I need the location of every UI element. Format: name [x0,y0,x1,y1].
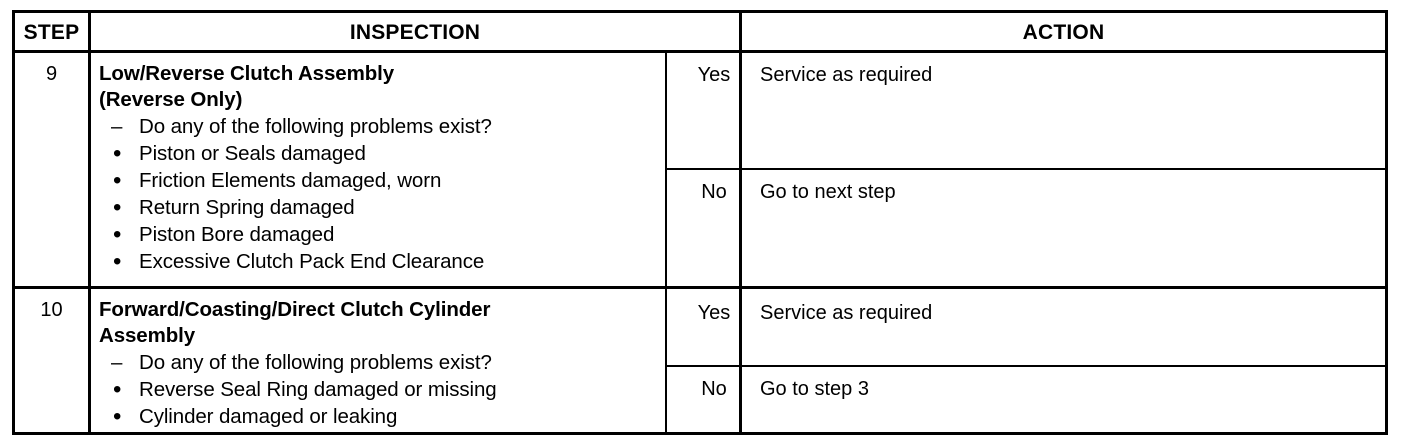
row9-bottom-rule [15,286,1385,289]
list-item-text: Reverse Seal Ring damaged or missing [139,378,497,401]
outcome-action-yes-row10: Service as required [760,302,933,324]
list-item-text: Piston Bore damaged [139,223,335,246]
inspection-question: – Do any of the following problems exist… [99,113,665,140]
inspection-question-text: Do any of the following problems exist? [139,115,492,138]
list-item: • Piston or Seals damaged [99,140,665,167]
table-row-step-number: 9 [45,63,58,85]
bullet-marker-icon: • [113,248,122,275]
list-item: • Return Spring damaged [99,194,665,221]
table-row-step-number: 10 [40,299,63,321]
outcome-action-yes-row9: Service as required [760,64,933,86]
outcome-action-no-row10: Go to step 3 [760,378,869,400]
list-item: • Cylinder damaged or leaking [99,403,665,430]
inspection-cell-row9: Low/Reverse Clutch Assembly (Reverse Onl… [99,61,665,275]
outcome-answer-no-row9: No [701,181,727,203]
outcome-answer-no-row10: No [701,378,727,400]
bullet-marker-icon: • [113,376,122,403]
list-item: • Excessive Clutch Pack End Clearance [99,248,665,275]
column-rule-inspection [665,50,667,432]
inspection-title-line1: Forward/Coasting/Direct Clutch Cylinder [99,298,491,321]
header-bottom-rule [15,50,1385,53]
inspection-question: – Do any of the following problems exist… [99,349,665,376]
dash-marker-icon: – [111,115,123,138]
bullet-marker-icon: • [113,403,122,430]
inspection-action-table: STEP INSPECTION ACTION 9 Low/Reverse Clu… [12,10,1388,435]
list-item-text: Piston or Seals damaged [139,142,366,165]
header-inspection: INSPECTION [349,21,481,44]
row9-outcome-rule [665,168,1385,170]
header-action: ACTION [1022,21,1105,44]
list-item-text: Cylinder damaged or leaking [139,405,398,428]
inspection-title-line2: (Reverse Only) [99,88,243,111]
outcome-answer-yes-row10: Yes [697,302,731,324]
inspection-cell-row10: Forward/Coasting/Direct Clutch Cylinder … [99,297,665,430]
list-item-text: Return Spring damaged [139,196,355,219]
list-item-text: Excessive Clutch Pack End Clearance [139,250,485,273]
list-item: • Piston Bore damaged [99,221,665,248]
header-step: STEP [23,21,80,44]
row10-outcome-rule [665,365,1385,367]
inspection-title-line2: Assembly [99,324,196,347]
bullet-marker-icon: • [113,140,122,167]
outcome-answer-yes-row9: Yes [697,64,731,86]
list-item-text: Friction Elements damaged, worn [139,169,442,192]
list-item: • Reverse Seal Ring damaged or missing [99,376,665,403]
inspection-question-text: Do any of the following problems exist? [139,351,492,374]
column-rule-step [88,13,91,432]
bullet-marker-icon: • [113,167,122,194]
inspection-title-line1: Low/Reverse Clutch Assembly [99,62,395,85]
dash-marker-icon: – [111,351,123,374]
bullet-marker-icon: • [113,194,122,221]
bullet-marker-icon: • [113,221,122,248]
list-item: • Friction Elements damaged, worn [99,167,665,194]
outcome-action-no-row9: Go to next step [760,181,896,203]
column-rule-action [739,13,742,432]
